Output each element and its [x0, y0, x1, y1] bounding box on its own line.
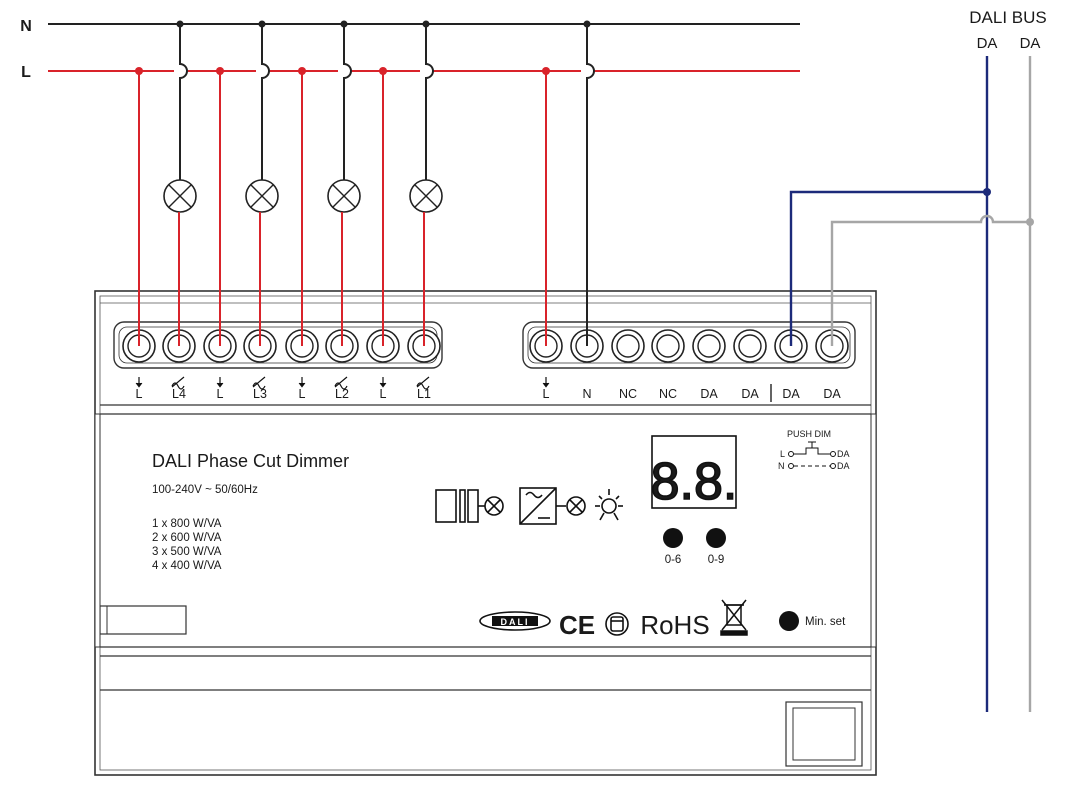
rating-1: 1 x 800 W/VA	[152, 518, 222, 530]
right-terminal-label-6: DA	[782, 387, 800, 401]
push-dim-da-2: DA	[837, 461, 850, 471]
seven-segment-display: 8.8.	[650, 435, 738, 512]
push-dim-n: N	[778, 461, 785, 471]
dimmer-wave-icon	[416, 382, 430, 390]
button-0-9-label: 0-9	[708, 554, 725, 566]
min-set-label: Min. set	[805, 616, 846, 628]
weee-bin-icon	[720, 599, 748, 636]
left-terminal-label-5: L2	[335, 387, 349, 401]
push-dim-legend: PUSH DIM L N DA DA	[778, 429, 850, 471]
fire-safety-icon	[605, 612, 629, 636]
neutral-drop	[261, 24, 270, 180]
bus-da-label-2: DA	[1020, 35, 1041, 52]
ce-mark: CE	[559, 610, 595, 640]
left-terminal-label-1: L4	[172, 387, 186, 401]
dali-logo-text: DALI	[501, 617, 530, 627]
neutral-drop	[343, 24, 352, 180]
button-0-9[interactable]	[706, 528, 726, 548]
da-wire-gray	[830, 214, 1030, 346]
neutral-drop	[425, 24, 434, 180]
right-terminal-label-2: NC	[619, 387, 637, 401]
terminal-block-right	[522, 321, 856, 369]
junction-dot	[1026, 218, 1034, 226]
da-wire-blue	[789, 190, 987, 346]
right-terminal-label-0: L	[543, 387, 550, 401]
dimmer-wave-icon	[252, 382, 266, 390]
dali-logo: DALI	[479, 611, 551, 631]
dimmer-symbol	[519, 487, 586, 525]
left-terminal-label-7: L1	[417, 387, 431, 401]
dali-input-symbol	[435, 489, 504, 523]
push-dim-title: PUSH DIM	[787, 429, 831, 439]
junction-dot	[983, 188, 991, 196]
left-terminal-label-4: L	[299, 387, 306, 401]
right-terminal-label-1: N	[582, 387, 591, 401]
push-dim-l: L	[780, 449, 785, 459]
rating-4: 4 x 400 W/VA	[152, 560, 222, 572]
device-voltage: 100-240V ~ 50/60Hz	[152, 484, 258, 496]
dali-bus-title: DALI BUS	[969, 8, 1046, 27]
rating-2: 2 x 600 W/VA	[152, 532, 222, 544]
neutral-drop	[179, 24, 188, 180]
min-set-button[interactable]	[779, 611, 799, 631]
display-digits: 8.8.	[651, 453, 738, 511]
dimmer-wave-icon	[171, 382, 185, 390]
device-housing	[94, 290, 877, 776]
button-0-6-label: 0-6	[665, 554, 682, 566]
supply-neutral-wire	[586, 24, 595, 346]
device-title: DALI Phase Cut Dimmer	[152, 451, 349, 471]
dimmer-wave-icon	[334, 382, 348, 390]
left-terminal-label-0: L	[136, 387, 143, 401]
live-line-label: L	[21, 64, 31, 81]
rating-3: 3 x 500 W/VA	[152, 546, 222, 558]
right-terminal-label-3: NC	[659, 387, 677, 401]
right-terminal-label-4: DA	[700, 387, 718, 401]
push-dim-da-1: DA	[837, 449, 850, 459]
right-terminal-label-7: DA	[823, 387, 841, 401]
bus-da-label-1: DA	[977, 35, 998, 52]
right-terminal-label-5: DA	[741, 387, 759, 401]
lamp-symbol	[595, 489, 623, 521]
left-terminal-label-3: L3	[253, 387, 267, 401]
neutral-line-label: N	[20, 18, 32, 35]
left-terminal-label-2: L	[217, 387, 224, 401]
left-terminal-label-6: L	[380, 387, 387, 401]
button-0-6[interactable]	[663, 528, 683, 548]
rohs-mark: RoHS	[640, 610, 709, 640]
